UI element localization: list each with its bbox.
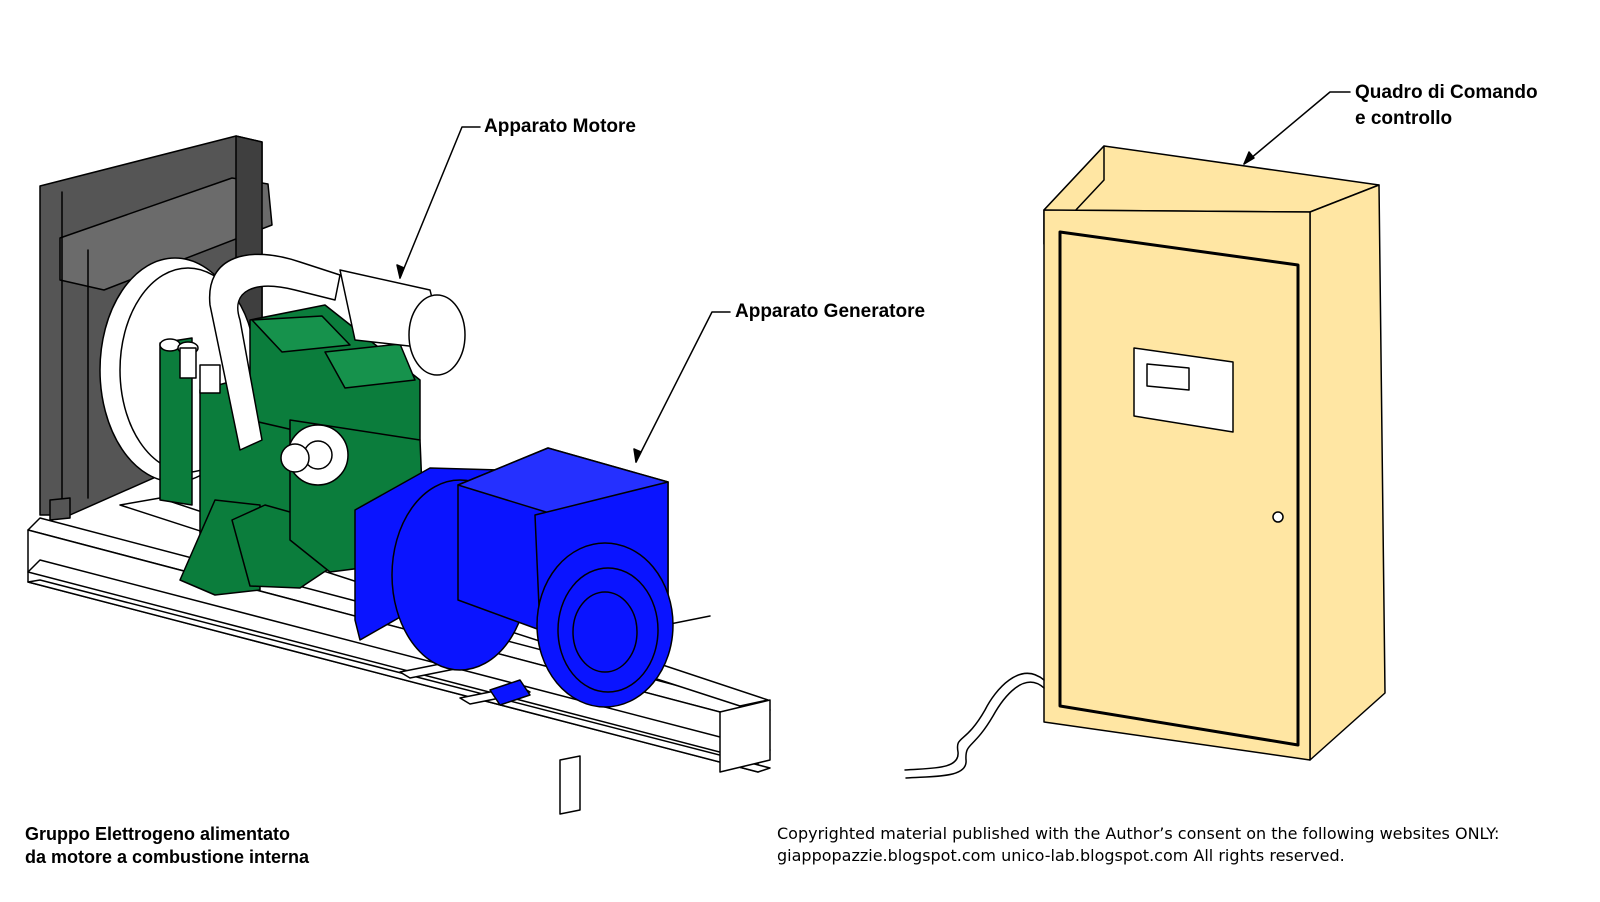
caption-line1: Gruppo Elettrogeno alimentato (25, 824, 291, 844)
engine-block (159, 304, 426, 596)
leader-line-engine (396, 126, 481, 279)
copyright-line1: Copyrighted material published with the … (777, 824, 1500, 843)
label-generator-apparatus: Apparato Generatore (735, 301, 926, 322)
leader-line-control-panel (1243, 91, 1351, 165)
caption-line2: da motore a combustione interna (25, 847, 310, 867)
label-control-panel-line1: Quadro di Comando (1355, 82, 1538, 103)
generator (354, 447, 674, 708)
control-cabinet (904, 145, 1386, 779)
leader-line-generator (633, 311, 731, 463)
label-engine-apparatus: Apparato Motore (484, 116, 636, 137)
copyright-line2: giappopazzie.blogspot.com unico-lab.blog… (777, 846, 1345, 865)
engine-pipework (199, 253, 466, 486)
label-control-panel-line2: e controllo (1355, 108, 1453, 129)
